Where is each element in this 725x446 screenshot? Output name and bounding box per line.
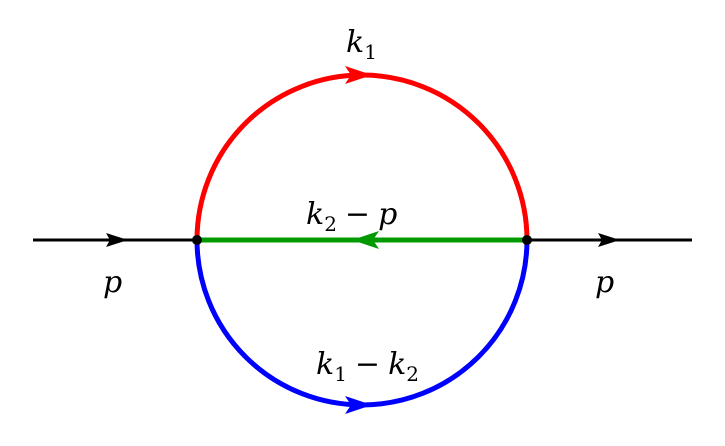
label-middle: k2−p bbox=[306, 197, 397, 236]
vertex-left bbox=[192, 235, 202, 245]
arrow-middle-line bbox=[352, 231, 379, 249]
label-bottom: k1−k2 bbox=[316, 347, 419, 386]
arrow-bottom-arc bbox=[345, 396, 372, 414]
label-right: p bbox=[595, 265, 614, 300]
arrow-left-external bbox=[106, 233, 128, 247]
label-top: k1 bbox=[346, 25, 377, 64]
label-left: p bbox=[103, 265, 122, 300]
arrow-right-external bbox=[598, 233, 620, 247]
arrow-top-arc bbox=[345, 66, 372, 84]
vertex-right bbox=[522, 235, 532, 245]
